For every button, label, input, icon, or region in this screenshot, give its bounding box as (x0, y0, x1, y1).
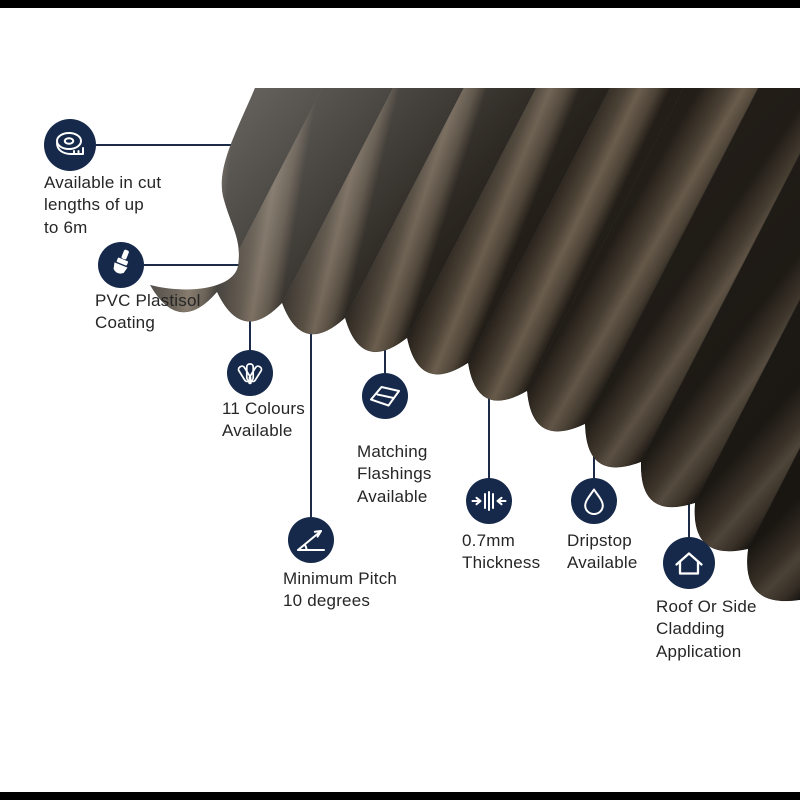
pitch-angle-icon (288, 517, 334, 563)
connector-line-colours (249, 305, 251, 350)
feature-label-flashings: Matching Flashings Available (357, 442, 432, 506)
feature-label-cladding: Roof Or Side Cladding Application (656, 597, 757, 661)
feature-label-dripstop: Dripstop Available (567, 531, 638, 573)
top-border-bar (0, 0, 800, 8)
connector-line-cut-lengths (96, 144, 244, 146)
droplet-icon (571, 478, 617, 524)
feature-label-pitch: Minimum Pitch 10 degrees (283, 569, 398, 611)
colour-fan-icon (227, 350, 273, 396)
tape-measure-icon (44, 119, 96, 171)
connector-line-pitch (310, 320, 312, 517)
connector-line-pvc-coating (144, 264, 242, 266)
connector-line-cladding (688, 495, 690, 537)
feature-label-pvc-coating: PVC Plastisol Coating (95, 291, 201, 333)
feature-label-colours: 11 Colours Available (222, 399, 305, 441)
connector-line-thickness (488, 385, 490, 478)
connector-line-flashings (384, 338, 386, 373)
house-icon (663, 537, 715, 589)
bottom-border-bar (0, 792, 800, 800)
paintbrush-icon (98, 242, 144, 288)
feature-label-thickness: 0.7mm Thickness (462, 531, 541, 573)
connector-line-dripstop (593, 440, 595, 478)
thickness-icon (466, 478, 512, 524)
feature-label-cut-lengths: Available in cut lengths of up to 6m (44, 173, 162, 237)
flashing-icon (362, 373, 408, 419)
